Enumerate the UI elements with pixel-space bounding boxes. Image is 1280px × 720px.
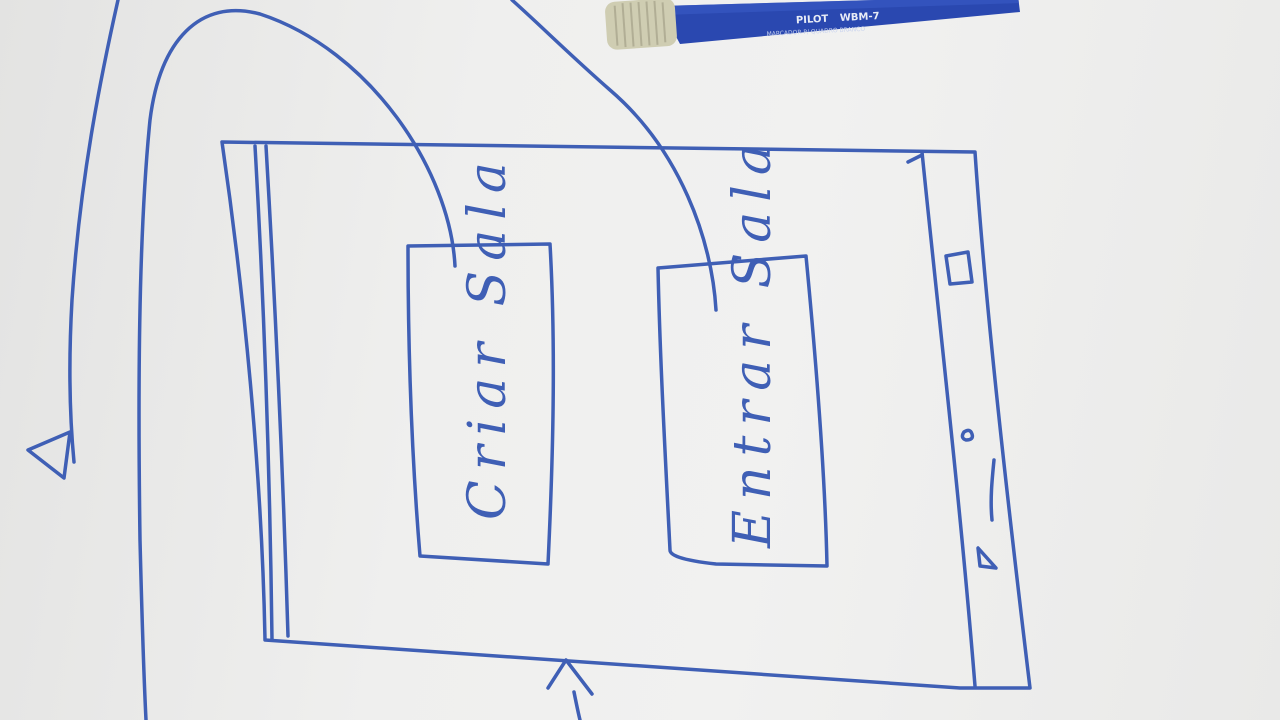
- marker-brand: PILOT: [796, 14, 829, 27]
- flow-arrow-create: [137, 8, 457, 720]
- join-room-label: Entrar Sala: [723, 134, 783, 549]
- create-room-button[interactable]: Criar Sala: [406, 152, 556, 566]
- circle-icon: [960, 428, 975, 442]
- arrow-head-bottom: [546, 658, 594, 696]
- flow-arrow-outer: [68, 0, 120, 464]
- device-nav-bar: [920, 150, 977, 688]
- square-icon: [944, 250, 974, 286]
- create-room-label: Criar Sala: [458, 152, 518, 520]
- arrow-head-left: [26, 430, 72, 480]
- device-status-bar: [253, 144, 290, 642]
- flow-arrow-join: [510, 0, 718, 312]
- device-frame: [220, 140, 1032, 690]
- marker-model: WBM-7: [840, 11, 880, 24]
- triangle-icon: [976, 546, 998, 570]
- pilot-marker: PILOT WBM-7 MARCADOR P/ QUADRO BRANCO: [605, 0, 1020, 50]
- join-room-button[interactable]: Entrar Sala: [656, 134, 829, 568]
